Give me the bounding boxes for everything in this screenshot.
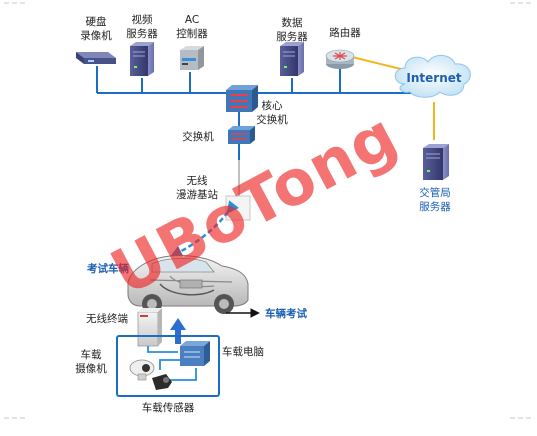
uplink-arrow	[170, 318, 186, 344]
router-icon	[325, 49, 355, 69]
wireless-terminal-label: 无线终端	[86, 312, 128, 325]
traffic-server-icon	[423, 144, 449, 180]
corner-marks	[4, 2, 534, 419]
ac-controller-label-1: AC	[185, 14, 199, 26]
ac-controller-icon	[180, 46, 204, 70]
traffic-server-label-1: 交管局	[419, 186, 451, 199]
disk-recorder-label-1: 硬盘	[86, 15, 107, 28]
vehicle-camera-label-1: 车载	[81, 348, 102, 361]
video-server-icon	[130, 42, 154, 76]
onboard-links	[147, 346, 197, 381]
vehicle-camera-label-2: 摄像机	[75, 362, 107, 375]
vehicle-sensor-label: 车载传感器	[142, 401, 195, 414]
onboard-pc-icon	[180, 341, 210, 366]
wireless-link	[169, 200, 240, 258]
ac-controller-label-2: 控制器	[176, 27, 208, 40]
vehicle-sensor-icon	[152, 374, 172, 390]
wireless-ap-label-2: 漫游基站	[176, 188, 218, 201]
router-label: 路由器	[329, 26, 361, 39]
data-server-icon	[280, 42, 304, 76]
internet-links	[347, 55, 435, 140]
switch-label: 交换机	[182, 130, 214, 143]
vehicle-camera-icon	[129, 359, 155, 381]
core-switch-label-1: 核心	[262, 99, 283, 112]
wireless-terminal-icon	[137, 308, 162, 347]
data-server-label-2: 服务器	[276, 30, 308, 43]
video-server-label-2: 服务器	[126, 27, 158, 40]
test-vehicle-label: 考试车辆	[87, 262, 129, 275]
test-car-icon	[127, 255, 249, 314]
switch-icon	[228, 126, 255, 144]
onboard-frame	[116, 335, 220, 397]
vehicle-exam-label: 车辆考试	[265, 307, 307, 320]
video-server-label-1: 视频	[132, 13, 153, 26]
data-server-label-1: 数据	[282, 16, 303, 29]
core-switch-label-2: 交换机	[256, 113, 288, 126]
wireless-ap-label-1: 无线	[187, 174, 208, 187]
core-switch-icon	[226, 85, 258, 112]
internet-cloud-icon	[394, 55, 471, 98]
disk-recorder-icon	[76, 52, 116, 64]
internet-label: Internet	[406, 71, 461, 85]
traffic-server-label-2: 服务器	[419, 200, 451, 213]
onboard-pc-label: 车载电脑	[222, 345, 264, 358]
disk-recorder-label-2: 录像机	[80, 29, 112, 42]
